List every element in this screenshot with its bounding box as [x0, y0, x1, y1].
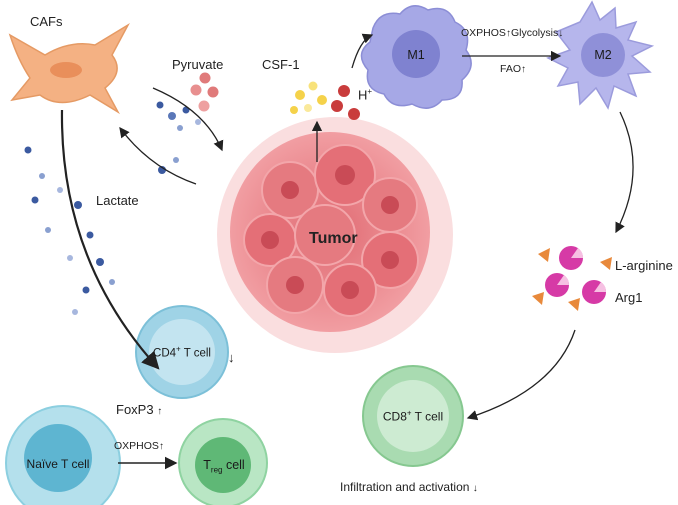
l-arginine-label: L-arginine [615, 258, 673, 273]
arrow-m2-to-arg1 [615, 111, 634, 234]
lactate-dots [24, 101, 201, 315]
caf-cell [8, 22, 130, 115]
fao-up-arrow: ↑ [521, 64, 527, 75]
fao-label: FAO↑ [500, 63, 526, 75]
m2-oxphos-text: OXPHOS [461, 27, 506, 39]
tumor-mass [217, 117, 453, 353]
glycolysis-text: Glycolysis [510, 27, 559, 39]
tumor-label: Tumor [309, 230, 358, 247]
cd8-sup: + [406, 408, 412, 418]
arrow-to-m1 [351, 33, 374, 69]
cd8-rest: T cell [411, 409, 444, 424]
foxp3-text: FoxP3 [116, 402, 154, 417]
cd4-label: CD4+ T cell [153, 345, 211, 360]
pyruvate-dots [190, 72, 219, 112]
arg1-label: Arg1 [615, 290, 643, 305]
m1-macrophage [360, 5, 472, 109]
cd4-down-arrow: ↓ [228, 350, 235, 365]
m2-oxphos-label: OXPHOS↑Glycolysis↓ [461, 27, 563, 39]
glycolysis-down-arrow: ↓ [558, 28, 564, 39]
fao-text: FAO [500, 63, 522, 75]
arrow-lactate-to-cafs [119, 126, 197, 185]
foxp3-label: FoxP3 ↑ [116, 402, 162, 417]
l-arginine-molecules [532, 248, 612, 311]
treg-base: T [203, 457, 211, 472]
h-plus-dots [331, 85, 360, 120]
h-plus-base: H [358, 87, 368, 103]
lactate-label: Lactate [96, 193, 139, 208]
csf1-label: CSF-1 [262, 57, 300, 72]
m2-oxphos-up-arrow: ↑ [505, 28, 511, 39]
cd4-t-cell [135, 305, 229, 399]
treg-rest: cell [222, 457, 245, 472]
arg1-molecules [545, 246, 607, 304]
h-plus-sup: + [367, 87, 373, 96]
naive-t-cell [5, 405, 121, 505]
cd8-base: CD8 [382, 409, 407, 424]
cd4-sup: + [176, 344, 181, 354]
cd8-label: CD8+ T cell [383, 409, 443, 424]
treg-oxphos-text: OXPHOS [114, 440, 159, 452]
cd4-base: CD4 [153, 347, 177, 360]
h-plus-label: H+ [358, 87, 372, 102]
treg-label: Treg cell [203, 458, 244, 475]
pyruvate-label: Pyruvate [172, 57, 224, 72]
infiltration-down-arrow: ↓ [472, 483, 478, 494]
treg-oxphos-up-arrow: ↑ [158, 441, 164, 452]
cd4-rest: T cell [180, 347, 211, 360]
infiltration-label: Infiltration and activation ↓ [340, 480, 478, 494]
arrow-to-tumor-pyruvate [152, 87, 224, 152]
treg-cell [178, 418, 268, 505]
m2-label: M2 [594, 48, 612, 62]
csf1-dots [290, 81, 327, 114]
foxp3-up-arrow: ↑ [157, 406, 163, 417]
treg-oxphos-label: OXPHOS↑ [114, 440, 164, 452]
arrow-cafs-to-treg [60, 109, 160, 370]
treg-sub: reg [210, 465, 223, 475]
infiltration-text: Infiltration and activation [340, 480, 470, 494]
arrow-arg1-to-cd8 [466, 329, 576, 421]
m2-macrophage [546, 0, 655, 110]
cafs-label: CAFs [30, 14, 63, 29]
naive-t-cell-label: Naïve T cell [26, 457, 90, 471]
m1-label: M1 [407, 48, 425, 62]
diagram-arrows [60, 33, 634, 470]
cd8-t-cell [362, 365, 464, 467]
